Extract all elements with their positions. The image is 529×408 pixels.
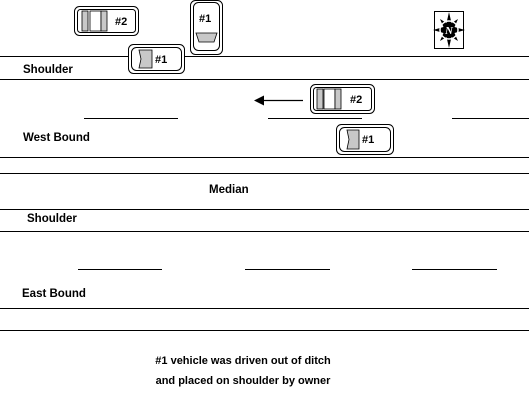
vehicle-1-top: #1 [190,0,223,55]
vehicle-2-westbound: #2 [310,84,375,114]
compass-letter: N [444,25,454,37]
vehicle-1-number: #1 [362,134,374,146]
shoulder-south-label: Shoulder [27,213,77,225]
note-line-2: and placed on shoulder by owner [156,375,332,387]
vehicle-2-number: #2 [350,94,362,106]
east-bound-label: East Bound [22,288,86,300]
vehicle-1-westbound: #1 [336,124,394,155]
vehicle-1-shoulder: #1 [128,44,185,74]
shoulder-north-label: Shoulder [23,64,73,76]
vehicle-1-number: #1 [199,13,211,25]
vehicle-2-top: #2 [74,6,139,36]
west-bound-label: West Bound [23,132,90,144]
road-lines [0,56,529,331]
lane-dividers [78,118,529,270]
direction-arrow-icon [254,95,303,106]
vehicle-2-number: #2 [115,16,127,28]
compass-north-icon: N [433,11,465,49]
note-line-1: #1 vehicle was driven out of ditch [155,355,331,367]
vehicle-1-number: #1 [155,54,167,66]
median-label: Median [209,184,249,196]
